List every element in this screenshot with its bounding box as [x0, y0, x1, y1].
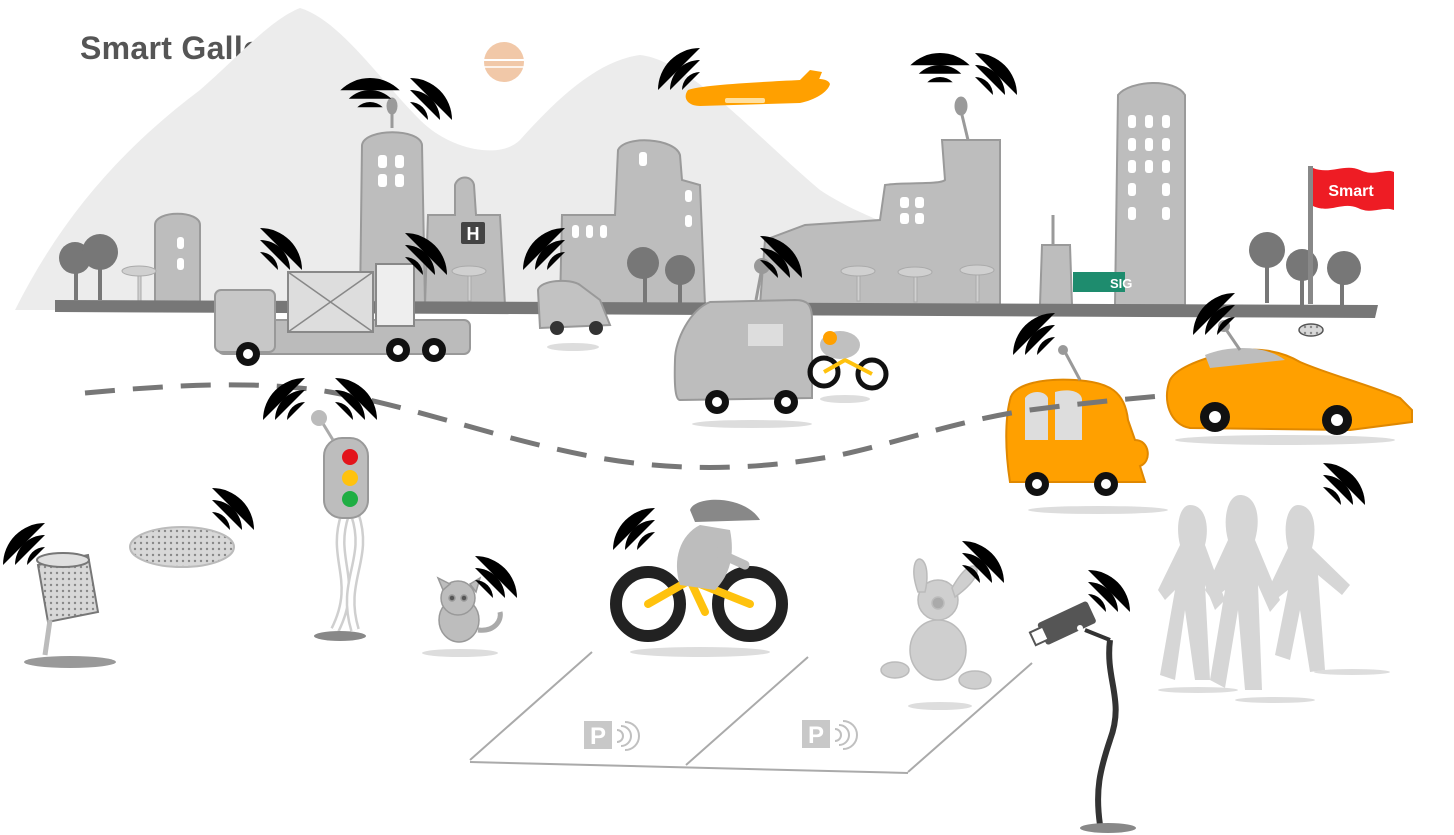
- parking-label: P: [808, 722, 824, 749]
- parking-spot-2: P: [802, 720, 858, 750]
- wifi-signal-icon: [975, 53, 1017, 95]
- gray-van: [673, 258, 813, 428]
- building-windows: [177, 115, 1170, 270]
- truck: [214, 263, 471, 366]
- parking-lot: [469, 651, 1033, 774]
- orange-car: [1005, 345, 1168, 514]
- small-cyclist: [807, 331, 889, 403]
- street-sign: SIG: [1073, 272, 1132, 292]
- wifi-signal-icon: [1088, 570, 1130, 612]
- manhole-cover: [129, 526, 235, 568]
- wifi-signal-icon: [410, 78, 452, 120]
- parking-label: P: [590, 723, 606, 750]
- sports-car: [1165, 320, 1413, 445]
- street-lamps: [121, 264, 995, 303]
- traffic-light: [311, 410, 369, 641]
- camera-icon: [1028, 601, 1096, 647]
- hospital-sign: H: [461, 222, 485, 244]
- pedestrians: [1158, 495, 1390, 703]
- wifi-signal-icon: [335, 378, 377, 420]
- antennas: [386, 96, 1055, 245]
- trash-can: [24, 552, 116, 668]
- wifi-signal-icon: [263, 378, 305, 420]
- sun: [478, 42, 530, 82]
- parking-icon: [802, 720, 830, 748]
- hospital-label: H: [467, 224, 480, 244]
- wifi-signal-icon: [475, 556, 517, 598]
- wifi-signal-icon: [212, 488, 254, 530]
- flag-label: Smart: [1328, 183, 1374, 200]
- security-camera: [1028, 601, 1136, 833]
- wifi-signal-icon: [613, 508, 655, 550]
- wifi-signal-icon: [1013, 313, 1055, 355]
- wifi-signal-icon: [910, 35, 970, 95]
- cyclist: [610, 499, 788, 657]
- smart-flag: Smart: [1308, 166, 1394, 304]
- cat: [422, 576, 503, 657]
- hospital-icon: [461, 222, 485, 244]
- flag-icon: [1313, 167, 1394, 211]
- parking-spot-1: P: [584, 721, 640, 751]
- street-sign-label: SIG: [1110, 276, 1132, 291]
- small-manhole: [1298, 323, 1324, 337]
- delivery-car: [536, 279, 612, 351]
- dog: [880, 558, 992, 710]
- airplane: [685, 70, 830, 106]
- parking-icon: [584, 721, 612, 749]
- wifi-signal-icon: [1323, 463, 1365, 505]
